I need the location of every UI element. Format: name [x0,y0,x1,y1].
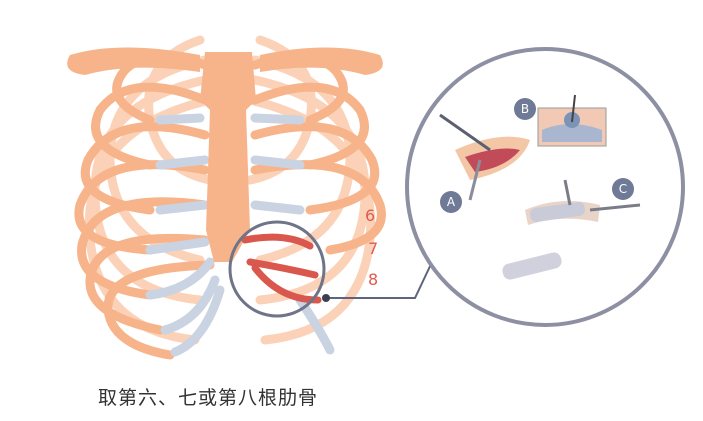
inset-circle [405,47,685,327]
badge-c: C [612,178,634,200]
inset-illustration-a [439,113,530,201]
costal-cartilage [145,113,335,357]
selection-circle [228,220,326,318]
connector-line [326,261,433,299]
rib-label-7: 7 [368,239,379,258]
badge-a: A [440,191,462,213]
front-ribs [74,51,386,360]
caption: 取第六、七或第八根肋骨 [98,387,319,409]
rib-label-8: 8 [368,270,379,289]
inset-illustration-b [537,94,607,147]
badge-b: B [514,98,536,120]
clavicles [67,47,383,75]
sternum [200,52,256,262]
rib-label-6: 6 [365,206,376,225]
inset-illustration-c [502,179,641,280]
connector-dot [322,294,330,302]
